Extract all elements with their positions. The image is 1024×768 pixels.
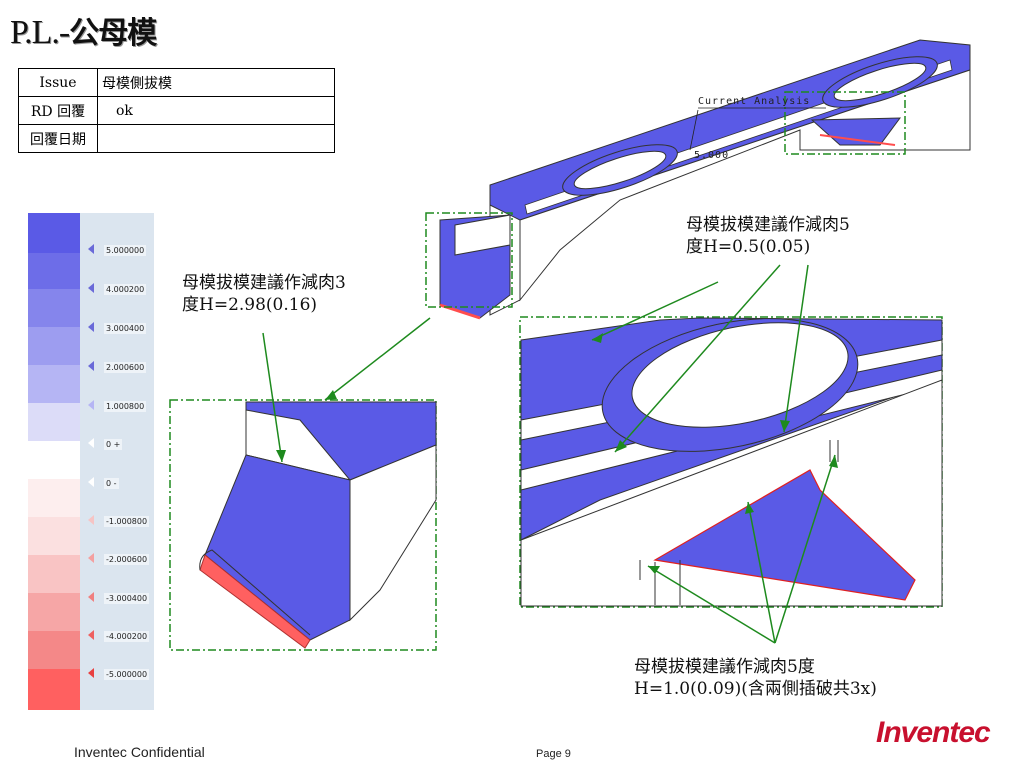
legend-label: -4.000200 bbox=[104, 631, 150, 642]
slide-title: P.L.-公母模 bbox=[10, 8, 157, 52]
legend-label: -3.000400 bbox=[104, 593, 150, 604]
legend-swatch bbox=[28, 289, 80, 327]
legend-marker-icon bbox=[88, 592, 94, 602]
annotation-left-line1: 母模拔模建議作減肉3 bbox=[182, 273, 346, 293]
slide-title-latin: P.L.- bbox=[10, 14, 70, 51]
annotation-left: 母模拔模建議作減肉3 度H=2.98(0.16) bbox=[182, 272, 346, 316]
legend-swatch bbox=[28, 253, 80, 289]
legend-swatch bbox=[28, 479, 80, 517]
legend-label: 5.000000 bbox=[104, 245, 147, 256]
draft-legend: 5.000000 4.000200 3.000400 2.000600 1.00… bbox=[28, 213, 154, 710]
issue-table: Issue 母模側拔模 RD 回覆 ok 回覆日期 bbox=[18, 68, 335, 153]
legend-marker-icon bbox=[88, 244, 94, 254]
annotation-left-line2: 度H=2.98(0.16) bbox=[182, 295, 318, 315]
rd-reply-label: RD 回覆 bbox=[18, 96, 98, 125]
annotation-top-right-line1: 母模拔模建議作減肉5 bbox=[686, 215, 850, 235]
legend-swatch bbox=[28, 555, 80, 593]
legend-swatch bbox=[28, 441, 80, 479]
legend-marker-icon bbox=[88, 515, 94, 525]
legend-label: -1.000800 bbox=[104, 516, 150, 527]
legend-marker-icon bbox=[88, 630, 94, 640]
legend-marker-icon bbox=[88, 361, 94, 371]
confidential-footer: Inventec Confidential bbox=[74, 744, 205, 760]
legend-swatch bbox=[28, 213, 80, 253]
leader-lines bbox=[262, 264, 836, 644]
legend-swatch bbox=[28, 403, 80, 441]
reply-date-value bbox=[97, 124, 335, 153]
annotation-bottom-line2: H=1.0(0.09)(含兩側插破共3x) bbox=[634, 679, 877, 699]
leader-arrowheads bbox=[276, 333, 838, 574]
legend-swatch bbox=[28, 669, 80, 710]
annotation-top-right: 母模拔模建議作減肉5 度H=0.5(0.05) bbox=[686, 214, 850, 258]
annotation-bottom: 母模拔模建議作減肉5度 H=1.0(0.09)(含兩側插破共3x) bbox=[634, 656, 877, 700]
inventec-logo: Inventec bbox=[876, 716, 991, 749]
table-row: 回覆日期 bbox=[18, 124, 335, 153]
legend-swatch bbox=[28, 327, 80, 365]
legend-marker-icon bbox=[88, 477, 94, 487]
page-number: Page 9 bbox=[536, 748, 571, 760]
rd-reply-value: ok bbox=[97, 96, 335, 125]
main-part-view: Current Analysis 5.000 bbox=[425, 39, 971, 320]
legend-marker-icon bbox=[88, 668, 94, 678]
legend-marker-icon bbox=[88, 438, 94, 448]
legend-label: 0 + bbox=[104, 439, 123, 450]
table-row: RD 回覆 ok bbox=[18, 96, 335, 125]
analysis-header: Current Analysis bbox=[698, 96, 810, 107]
legend-swatch bbox=[28, 365, 80, 403]
legend-label: 1.000800 bbox=[104, 401, 147, 412]
legend-marker-icon bbox=[88, 322, 94, 332]
issue-label: Issue bbox=[18, 68, 98, 97]
annotation-bottom-line1: 母模拔模建議作減肉5度 bbox=[634, 657, 815, 677]
analysis-value: 5.000 bbox=[694, 150, 729, 161]
legend-label: 2.000600 bbox=[104, 362, 147, 373]
legend-marker-icon bbox=[88, 553, 94, 563]
legend-swatch bbox=[28, 593, 80, 631]
annotation-top-right-line2: 度H=0.5(0.05) bbox=[686, 237, 811, 257]
left-zoom-view bbox=[169, 399, 437, 651]
legend-marker-icon bbox=[88, 400, 94, 410]
legend-label: 0 - bbox=[104, 478, 119, 489]
legend-swatch bbox=[28, 517, 80, 555]
legend-label: 4.000200 bbox=[104, 284, 147, 295]
legend-label: 3.000400 bbox=[104, 323, 147, 334]
legend-marker-icon bbox=[88, 283, 94, 293]
legend-label: -2.000600 bbox=[104, 554, 150, 565]
legend-swatch bbox=[28, 631, 80, 669]
legend-label: -5.000000 bbox=[104, 669, 150, 680]
slide-title-cjk: 公母模 bbox=[69, 16, 157, 51]
right-zoom-view bbox=[519, 316, 943, 608]
